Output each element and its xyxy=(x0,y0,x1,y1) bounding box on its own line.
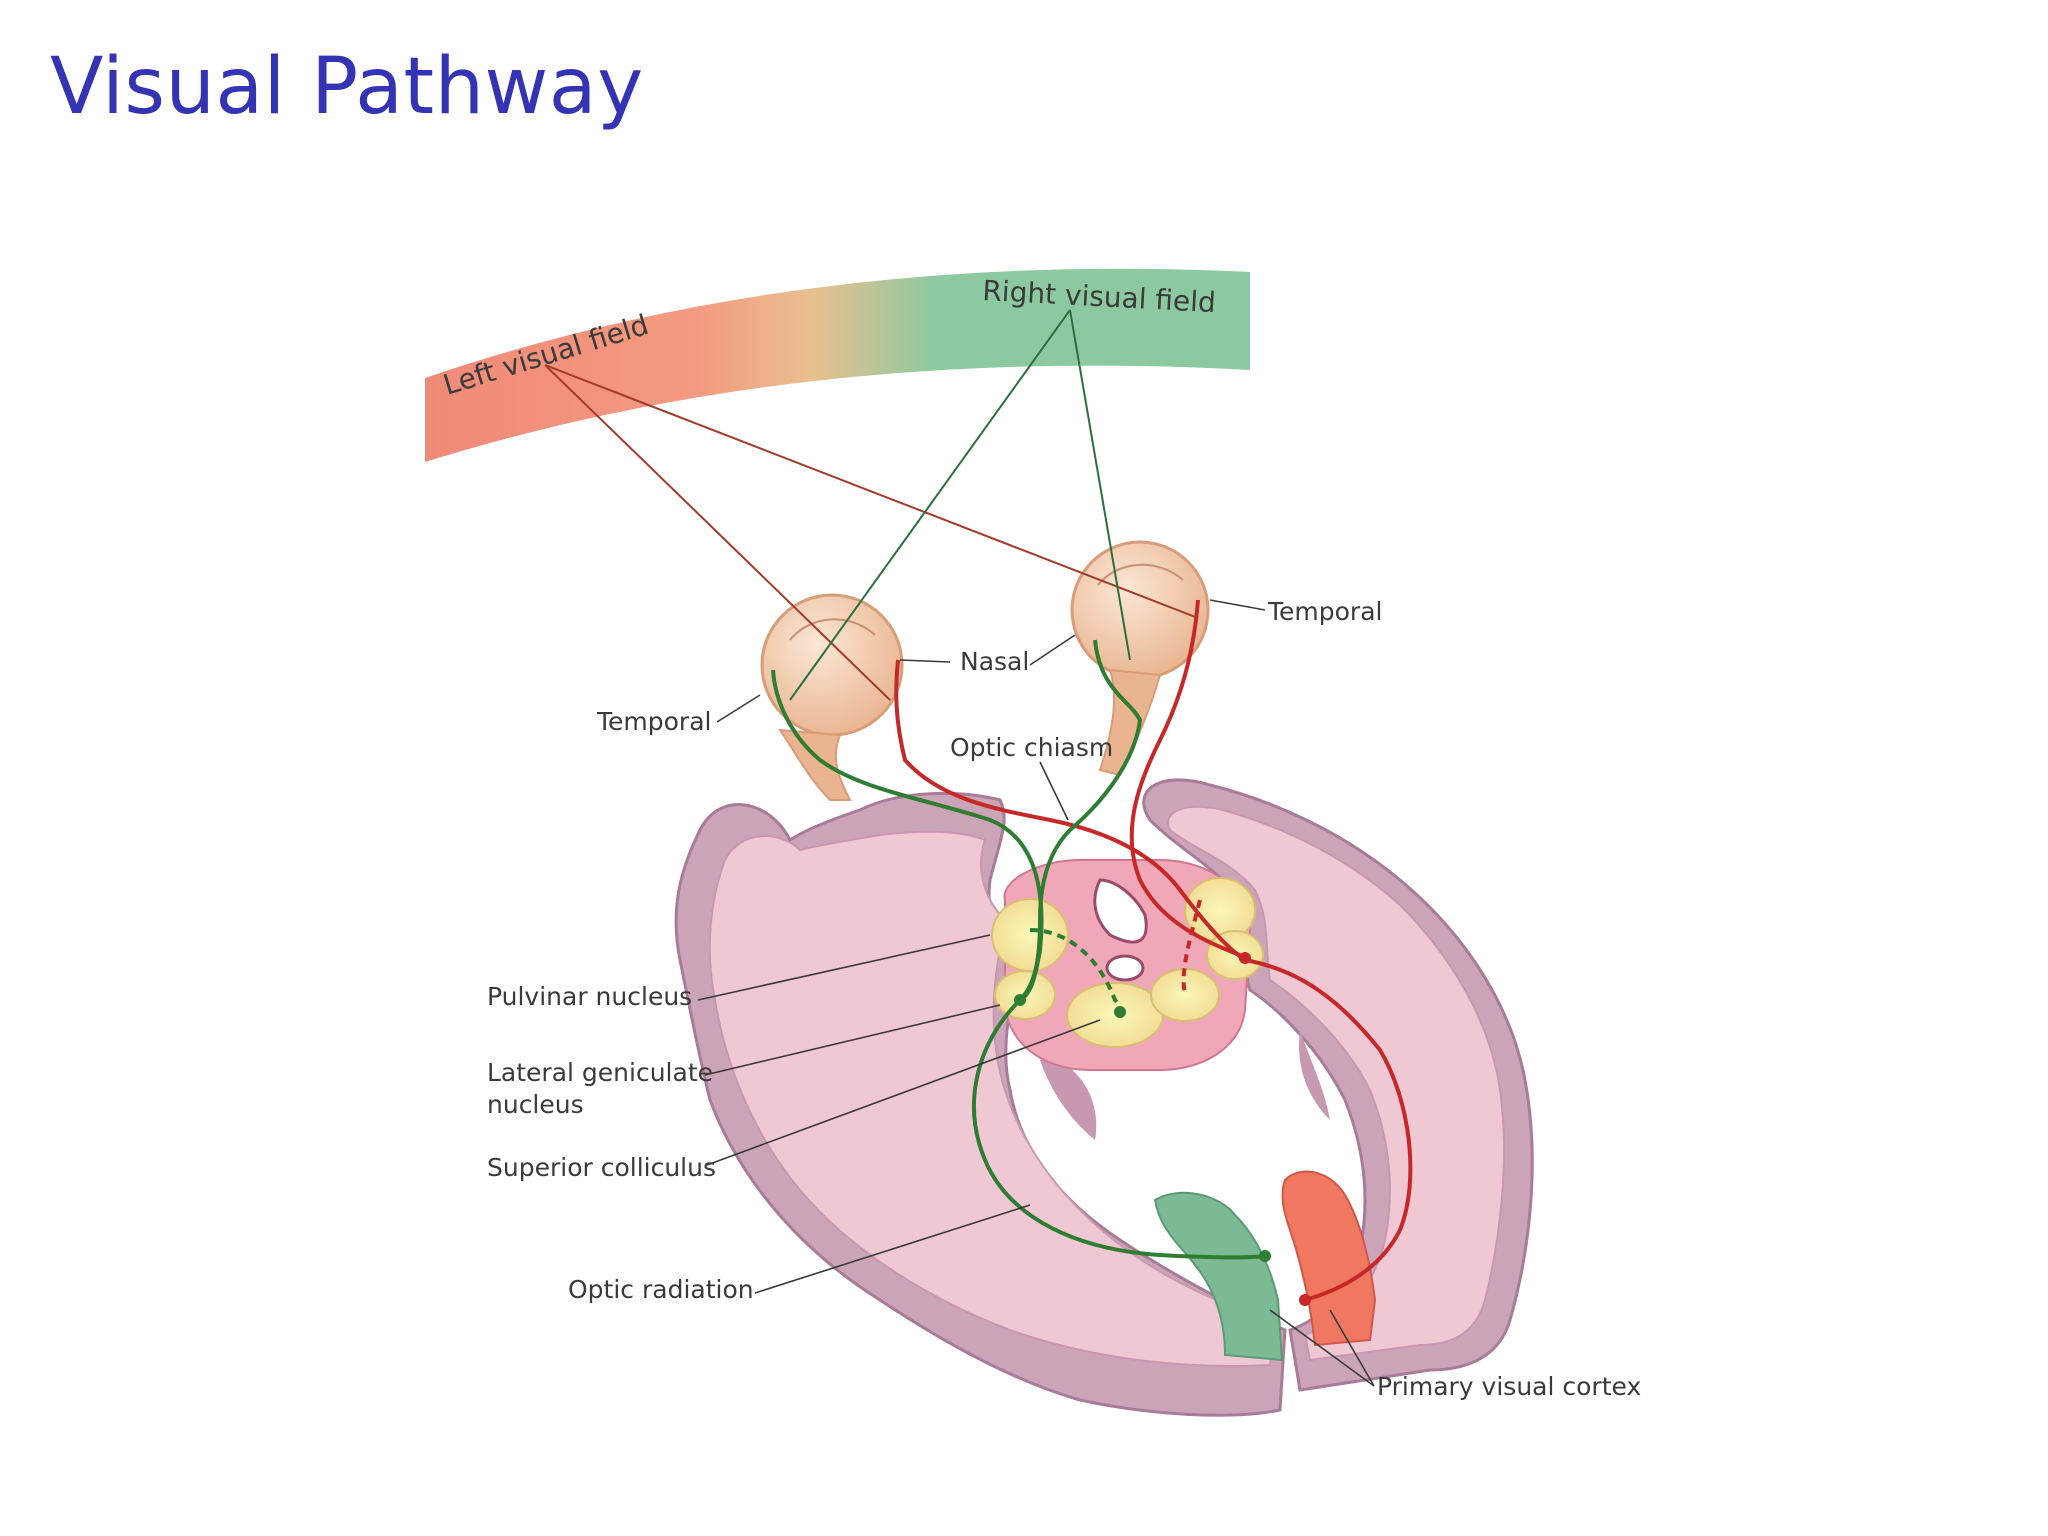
right-pathway-synapse-sc xyxy=(1114,1006,1126,1018)
label-leader-lines xyxy=(697,599,1375,1387)
midbrain-nucleus-right xyxy=(1150,968,1220,1022)
left-field-pathway xyxy=(894,599,1413,1302)
nasal-label: Nasal xyxy=(960,647,1029,676)
left-pathway-synapse-cortex xyxy=(1299,1294,1311,1306)
brain-right-hemisphere xyxy=(1142,778,1534,1392)
slide-title: Visual Pathway xyxy=(50,42,644,132)
left-field-rays xyxy=(544,364,1199,701)
pulvinar-nucleus-label: Pulvinar nucleus xyxy=(487,982,692,1011)
primary-visual-cortex-label: Primary visual cortex xyxy=(1377,1372,1641,1401)
lateral-geniculate-label-line2: nucleus xyxy=(487,1090,584,1119)
lateral-geniculate-label: Lateral geniculate xyxy=(487,1058,713,1087)
right-eye xyxy=(1070,540,1210,777)
pulvinar-nucleus-left xyxy=(991,898,1069,972)
primary-visual-cortex-left xyxy=(1153,1191,1284,1362)
left-pathway-synapse-lgn xyxy=(1239,952,1251,964)
superior-colliculus-label: Superior colliculus xyxy=(487,1153,716,1182)
right-field-rays xyxy=(789,309,1131,701)
primary-visual-cortex-right xyxy=(1281,1170,1377,1347)
right-pathway-synapse-lgn xyxy=(1014,994,1026,1006)
optic-radiation-label: Optic radiation xyxy=(568,1275,754,1304)
temporal-label-right: Temporal xyxy=(1267,597,1382,626)
visual-field-arc xyxy=(425,268,1250,462)
temporal-label-left: Temporal xyxy=(596,707,711,736)
left-eye xyxy=(760,593,904,801)
optic-chiasm-label: Optic chiasm xyxy=(950,733,1113,762)
right-pathway-synapse-cortex xyxy=(1259,1250,1271,1262)
